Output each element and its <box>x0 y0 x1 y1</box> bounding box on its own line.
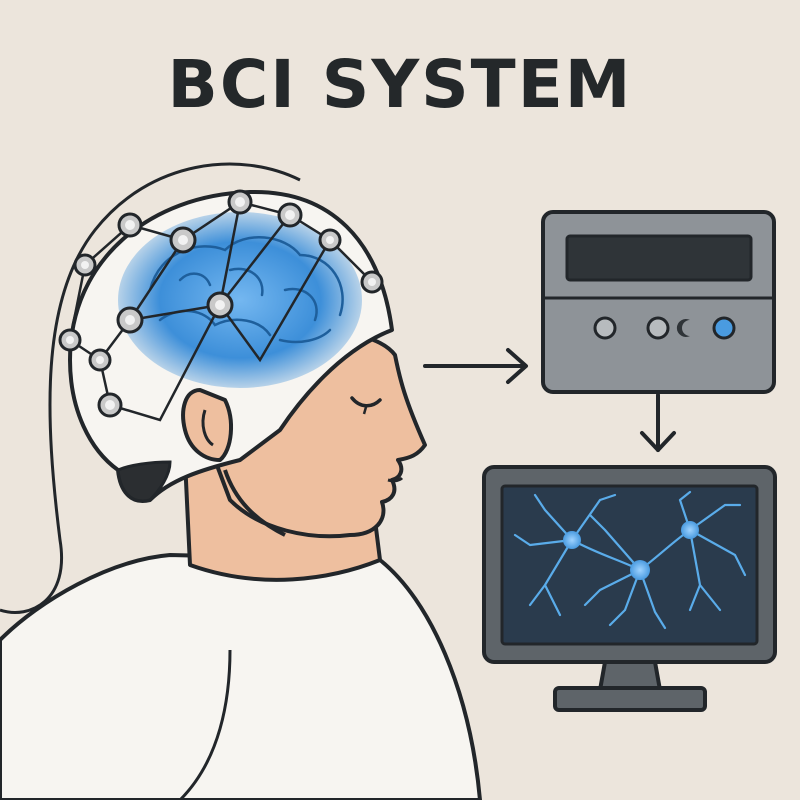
mouth <box>387 476 404 483</box>
eeg-electrode-icon <box>169 226 197 254</box>
signal-processor <box>541 210 776 394</box>
arrow-right-icon <box>423 348 528 384</box>
eeg-electrode-icon <box>206 291 234 319</box>
processor-indicator <box>712 316 736 340</box>
eeg-electrode-icon <box>318 228 342 252</box>
eyelash <box>362 406 368 415</box>
hair <box>116 460 172 503</box>
eeg-electrode-icon <box>360 270 384 294</box>
neuron-icon <box>563 521 699 580</box>
eeg-electrode-icon <box>97 392 123 418</box>
processor-knob <box>646 316 670 340</box>
cap-cable <box>0 162 301 614</box>
chin-strap <box>223 469 286 537</box>
monitor-base <box>553 686 707 712</box>
ear <box>181 388 233 462</box>
ear-inner <box>201 409 214 447</box>
shirt-fold <box>178 649 232 800</box>
electrodes <box>58 189 384 418</box>
closed-eye <box>350 396 382 408</box>
monitor <box>482 465 777 712</box>
eeg-electrode-icon <box>73 253 97 277</box>
eeg-electrode-icon <box>116 306 144 334</box>
torso <box>0 552 483 800</box>
processor-crescent <box>676 319 690 337</box>
eeg-electrode-icon <box>227 189 253 215</box>
diagram-title: BCI SYSTEM <box>167 46 633 123</box>
processor-display <box>565 234 753 282</box>
eeg-electrode-icon <box>277 202 303 228</box>
monitor-neck <box>598 660 662 692</box>
eeg-electrode-icon <box>88 348 112 372</box>
processor-knob <box>593 316 617 340</box>
eeg-electrode-icon <box>58 328 82 352</box>
arrow-down-icon <box>640 393 676 452</box>
eeg-electrode-icon <box>117 212 143 238</box>
